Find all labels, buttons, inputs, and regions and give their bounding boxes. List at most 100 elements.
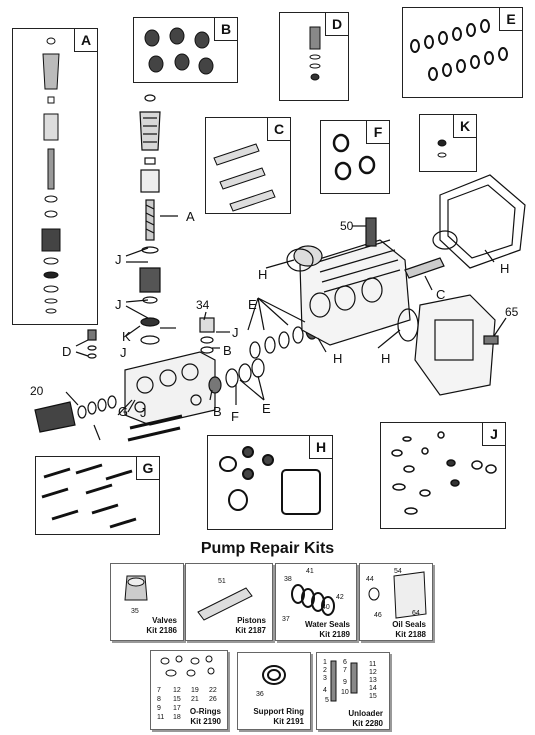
kit-oil-seals-name: Oil Seals xyxy=(392,620,426,629)
small-rings-icon xyxy=(437,139,447,158)
part-21: 21 xyxy=(191,696,199,703)
callout-65: 65 xyxy=(505,305,519,319)
valve-stack-icon xyxy=(41,37,61,314)
oil-seals-gasket-icon xyxy=(219,446,321,515)
part-17: 17 xyxy=(173,705,181,712)
box-label-f: F xyxy=(366,121,389,144)
box-label-h: H xyxy=(309,436,332,459)
parts-box-b: B xyxy=(133,17,238,83)
callout-k: K xyxy=(122,329,131,344)
part-38: 38 xyxy=(284,576,292,583)
callout-j-3: J xyxy=(120,345,127,360)
callout-b-1: B xyxy=(223,343,232,358)
callout-j-1: J xyxy=(115,252,122,267)
valve-kit-icon xyxy=(124,575,148,601)
part-51: 51 xyxy=(218,578,226,585)
kit-support-ring[interactable]: 36 Support Ring Kit 2191 xyxy=(237,652,311,730)
part-64: 64 xyxy=(412,610,420,617)
part-12-unloader: 12 xyxy=(369,669,377,676)
part-12: 12 xyxy=(173,687,181,694)
part-9: 9 xyxy=(157,705,161,712)
callout-j-2: J xyxy=(115,297,122,312)
part-6: 6 xyxy=(343,659,347,666)
kit-o-rings[interactable]: 7 12 19 22 8 15 21 26 9 17 11 18 O-Rings… xyxy=(150,650,228,730)
callout-h-2: H xyxy=(333,351,343,366)
part-37: 37 xyxy=(282,616,290,623)
callout-h-3: H xyxy=(381,351,391,366)
part-22: 22 xyxy=(209,687,217,694)
water-seal-kit-icon xyxy=(291,584,335,616)
callout-e-2: E xyxy=(262,401,271,416)
part-3: 3 xyxy=(323,675,327,682)
callout-34: 34 xyxy=(196,298,210,312)
parts-box-f: F xyxy=(320,120,390,194)
kit-unloader-name: Unloader xyxy=(348,709,383,718)
seal-rings-icon xyxy=(332,133,376,181)
callout-c: C xyxy=(436,287,446,302)
part-35: 35 xyxy=(131,608,139,615)
kit-pistons-number: Kit 2187 xyxy=(235,626,266,635)
callout-50: 50 xyxy=(340,219,354,233)
kit-support-ring-name: Support Ring xyxy=(253,707,304,716)
part-41: 41 xyxy=(306,568,314,575)
callout-g: G xyxy=(118,404,129,419)
box-label-d: D xyxy=(325,13,348,36)
kit-o-rings-number: Kit 2190 xyxy=(190,717,221,726)
box-label-c: C xyxy=(267,118,290,141)
part-14: 14 xyxy=(369,685,377,692)
kits-heading: Pump Repair Kits xyxy=(200,540,335,557)
part-10: 10 xyxy=(341,689,349,696)
box-label-g: G xyxy=(136,457,159,480)
kit-pistons[interactable]: 51 Pistons Kit 2187 xyxy=(185,563,273,641)
kit-valves[interactable]: 35 Valves Kit 2186 xyxy=(110,563,184,641)
part-8: 8 xyxy=(157,696,161,703)
box-label-k: K xyxy=(453,115,476,138)
box-label-j: J xyxy=(482,423,505,446)
oil-seal-kit-icon xyxy=(368,571,427,619)
kit-water-seals-number: Kit 2189 xyxy=(319,630,350,639)
part-15-unloader: 15 xyxy=(369,693,377,700)
part-11-unloader: 11 xyxy=(369,661,377,668)
callout-d: D xyxy=(62,344,72,359)
kit-water-seals[interactable]: 38 41 42 37 40 Water Seals Kit 2189 xyxy=(275,563,357,641)
part-7-unloader: 7 xyxy=(343,667,347,674)
parts-box-a: A xyxy=(12,28,98,325)
kit-water-seals-name: Water Seals xyxy=(304,620,350,629)
callout-e-1: E xyxy=(248,297,257,312)
part-42: 42 xyxy=(336,594,344,601)
unloader-kit-icon xyxy=(330,660,358,702)
pistons-icon xyxy=(213,143,276,212)
kit-valves-number: Kit 2186 xyxy=(146,626,177,635)
callout-b-2: B xyxy=(213,404,222,419)
part-4: 4 xyxy=(323,687,327,694)
callout-20: 20 xyxy=(30,384,44,398)
piston-kit-icon xyxy=(197,587,253,621)
callout-a: A xyxy=(186,209,195,224)
kit-support-ring-number: Kit 2191 xyxy=(273,717,304,726)
part-19: 19 xyxy=(191,687,199,694)
box-label-b: B xyxy=(214,18,237,41)
o-rings-icon xyxy=(391,431,497,515)
part-46: 46 xyxy=(374,612,382,619)
part-15: 15 xyxy=(173,696,181,703)
callout-j-5: J xyxy=(232,325,239,340)
part-2: 2 xyxy=(323,667,327,674)
part-44: 44 xyxy=(366,576,374,583)
callout-f: F xyxy=(231,409,239,424)
parts-box-k: K xyxy=(419,114,477,172)
parts-box-c: C xyxy=(205,117,291,214)
part-11: 11 xyxy=(157,714,165,721)
box-label-e: E xyxy=(499,8,522,31)
water-seals-icon xyxy=(410,19,508,81)
part-13: 13 xyxy=(369,677,377,684)
kit-valves-name: Valves xyxy=(152,616,177,625)
part-7: 7 xyxy=(157,687,161,694)
kit-oil-seals[interactable]: 44 54 46 64 Oil Seals Kit 2188 xyxy=(359,563,433,641)
part-18: 18 xyxy=(173,714,181,721)
part-36: 36 xyxy=(256,691,264,698)
valve-caps-icon xyxy=(144,27,214,75)
box-label-a: A xyxy=(74,29,97,52)
support-ring-kit-icon xyxy=(262,665,286,685)
kit-unloader[interactable]: 1 2 3 4 5 6 7 9 10 11 12 13 14 15 Unload… xyxy=(316,652,390,730)
parts-box-d: D xyxy=(279,12,349,101)
